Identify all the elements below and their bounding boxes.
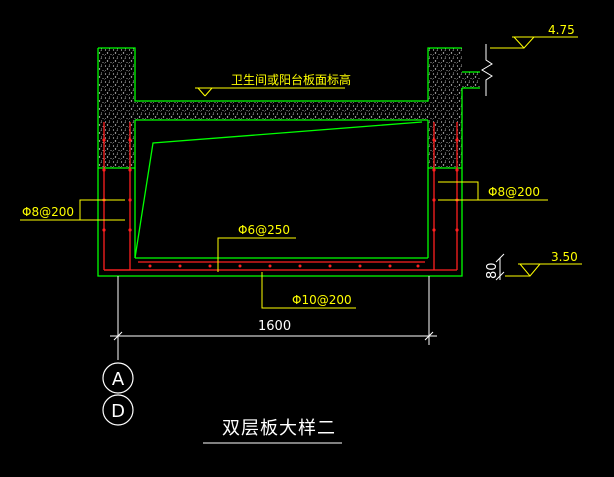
rebar-top-slab-label: Φ6@250 [238,223,290,237]
right-wall-upper [428,48,480,168]
rebar-left-wall-label: Φ8@200 [22,205,74,219]
leaders [20,36,582,309]
left-wall-upper [98,48,135,168]
floor-level-note: 卫生间或阳台板面标高 [231,72,351,87]
axis-label-a: A [112,369,125,390]
rebar-dots [102,138,459,268]
elevation-bottom-label: 3.50 [551,250,578,264]
concrete-sections [98,48,480,168]
break-line [481,44,493,96]
rebar-right-wall-label: Φ8@200 [488,185,540,199]
axis-bubble-d [102,394,134,426]
axis-markers [102,362,134,426]
dim-width-label: 1600 [258,319,291,334]
rebar [103,122,458,271]
dimensions [110,253,505,360]
elevation-top-label: 4.75 [548,23,575,37]
rebar-bottom-slab-label: Φ10@200 [292,293,352,307]
drawing-title: 双层板大样二 [222,418,336,439]
dim-slab-thickness-label: 80 [485,262,500,279]
top-slab [135,101,428,120]
axis-label-d: D [111,401,125,422]
concrete-outline [97,47,480,277]
axis-bubble-a [102,362,134,394]
